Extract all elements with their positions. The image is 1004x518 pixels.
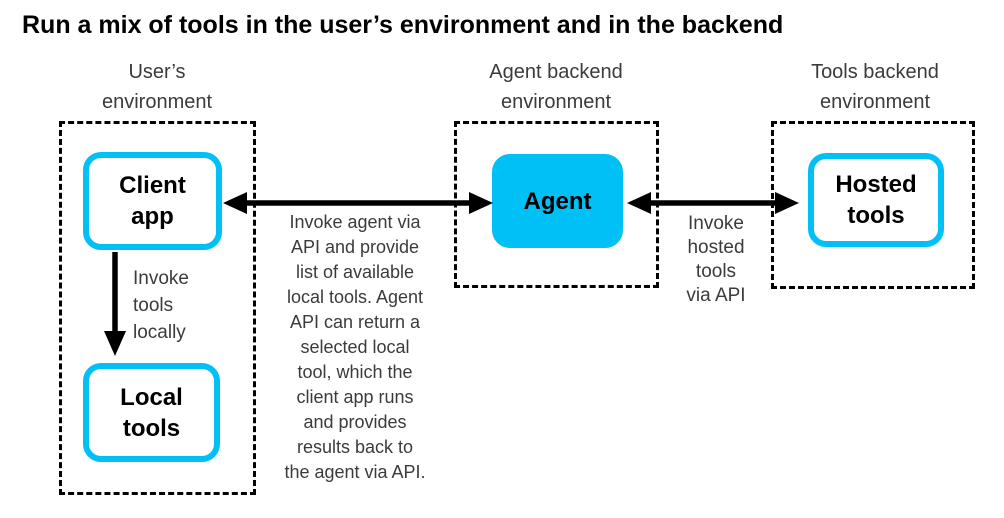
arrow-client-app-local-tools-icon [104,252,126,356]
label-users-environment: User’s environment [101,61,213,113]
client-app-node: Client app [83,152,222,250]
arrow-client-app-agent-icon [223,192,493,214]
page-title: Run a mix of tools in the user’s environ… [22,11,784,39]
annotation-invoke-hosted-tools: Invoke hosted tools via API [686,213,746,306]
agent-label: Agent [523,187,592,215]
arrow-agent-hosted-tools-icon [627,192,799,214]
local-tools-label: Local tools [120,383,183,442]
annotation-invoke-tools-locally: Invoke tools locally [133,268,189,343]
hosted-tools-node: Hosted tools [808,153,944,247]
local-tools-node: Local tools [83,363,220,462]
annotation-invoke-agent-via-api: Invoke agent via API and provide list of… [284,212,426,482]
label-agent-backend-environment: Agent backend environment [489,61,623,113]
client-app-label: Client app [119,172,186,230]
label-tools-backend-environment: Tools backend environment [811,61,939,113]
agent-node: Agent [492,154,623,248]
hosted-tools-label: Hosted tools [835,171,917,229]
users-environment-box [59,121,256,495]
